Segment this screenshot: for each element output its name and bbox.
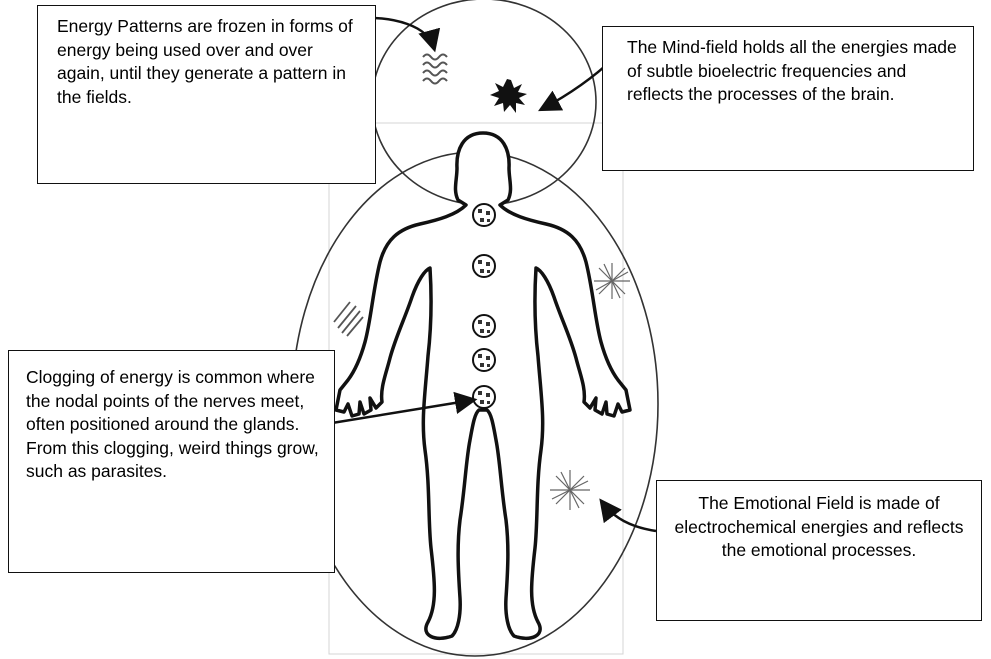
speckle-burst-icon <box>594 263 630 299</box>
burst-icon <box>490 79 527 113</box>
hatch-lines-icon <box>334 302 363 336</box>
clogging-text: Clogging of energy is common where the n… <box>26 366 324 484</box>
wavy-lines-icon <box>423 55 447 84</box>
mind-field-callout: The Mind-field holds all the energies ma… <box>602 26 974 171</box>
emotional-field-arrow <box>602 502 656 531</box>
clogging-callout: Clogging of energy is common where the n… <box>8 350 335 573</box>
mind-field-text: The Mind-field holds all the energies ma… <box>627 36 961 107</box>
nodal-point <box>473 315 495 337</box>
speckle-burst-icon <box>550 470 590 510</box>
energy-patterns-callout: Energy Patterns are frozen in forms of e… <box>37 5 376 184</box>
nodal-point <box>473 349 495 371</box>
nodal-point <box>473 204 495 226</box>
energy-patterns-text: Energy Patterns are frozen in forms of e… <box>57 15 365 109</box>
nodal-point <box>473 255 495 277</box>
emotional-field-text: The Emotional Field is made of electroch… <box>667 492 971 563</box>
nodal-point <box>473 386 495 408</box>
emotional-field-callout: The Emotional Field is made of electroch… <box>656 480 982 621</box>
